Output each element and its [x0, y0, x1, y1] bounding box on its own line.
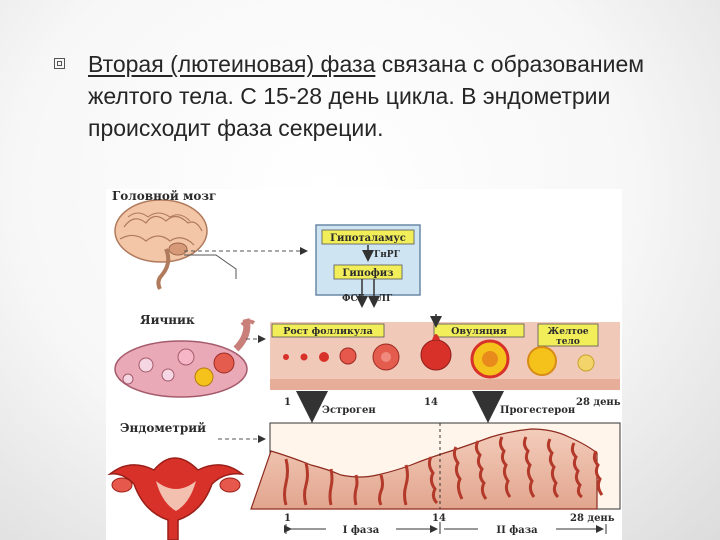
ovary-label: Яичник [140, 313, 195, 327]
ovary-day-1: 1 [284, 397, 291, 408]
endometrium-day-14: 14 [432, 513, 446, 524]
menstrual-cycle-figure: Головной мозг Гипоталамус ГнРГ Гипофиз Ф… [106, 189, 622, 540]
ovary-day-14: 14 [424, 397, 438, 408]
slide-text: Вторая (лютеиновая) фаза связана с образ… [88, 48, 678, 144]
corpus-luteum-label-1: Желтое [547, 327, 588, 337]
endometrium-label: Эндометрий [120, 421, 206, 435]
lh-label: ЛГ [378, 294, 393, 304]
endometrium-day-28: 28 день [570, 513, 615, 524]
phase-description: связана с образованием желтого тела. С 1… [88, 51, 645, 141]
gnrh-label: ГнРГ [374, 250, 401, 260]
bullet-icon [54, 58, 65, 69]
endometrium-day-1: 1 [284, 513, 291, 524]
phase-title: Вторая (лютеиновая) фаза [88, 51, 376, 77]
hormone-panel: Гипоталамус ГнРГ Гипофиз [315, 224, 421, 308]
corpus-luteum-label-2: тело [556, 337, 580, 347]
progesterone-label: Прогестерон [500, 405, 575, 416]
brain-connector [184, 254, 237, 279]
endometrium-panel [250, 422, 621, 510]
phase-1-label: I фаза [343, 525, 380, 536]
brain-illustration [114, 199, 208, 290]
phase-2-label: II фаза [496, 525, 538, 536]
estrogen-label: Эстроген [322, 405, 376, 416]
follicle-growth-label: Рост фолликула [283, 326, 373, 337]
uterus-illustration [107, 457, 245, 540]
pituitary-label: Гипофиз [342, 268, 393, 279]
ovary-cycle-panel: Рост фолликула Овуляция Желтое тело [270, 314, 620, 390]
phase-bar [284, 522, 607, 534]
fsh-label: ФСГ [342, 294, 365, 304]
brain-label: Головной мозг [112, 189, 216, 203]
hypothalamus-label: Гипоталамус [330, 233, 406, 244]
ovulation-label: Овуляция [451, 326, 507, 337]
ovary-illustration [114, 318, 256, 398]
ovary-day-28: 28 день [576, 397, 621, 408]
